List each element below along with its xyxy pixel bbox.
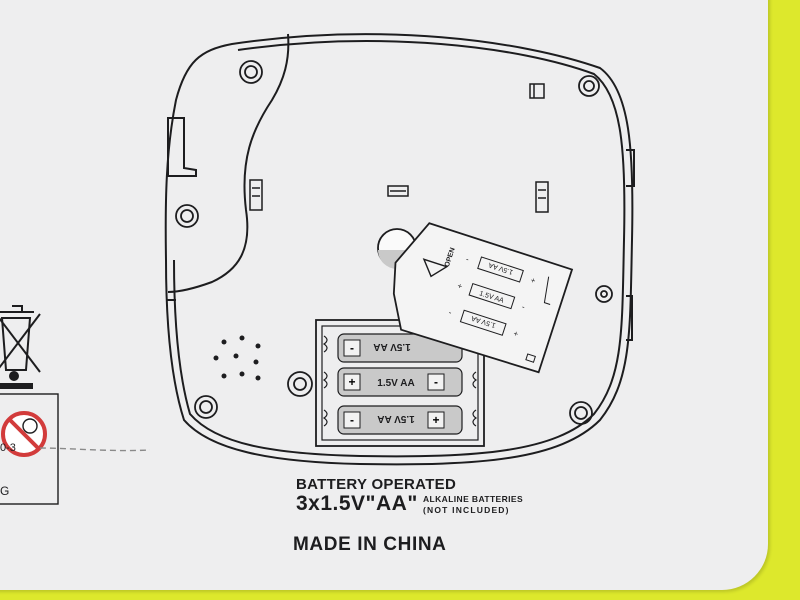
speaker-holes bbox=[213, 335, 261, 381]
age-warning-box bbox=[0, 393, 59, 505]
battery-label-2: 1.5V AA bbox=[377, 378, 414, 389]
cover-sign: + bbox=[456, 281, 464, 291]
battery-minus-1: - bbox=[350, 341, 354, 355]
battery-minus-2: - bbox=[434, 375, 438, 389]
side-box-letter: G bbox=[0, 484, 10, 498]
weee-bin-icon bbox=[0, 305, 41, 389]
battery-plus-3: + bbox=[432, 413, 439, 427]
crease-line bbox=[39, 447, 151, 452]
slot-details bbox=[249, 83, 549, 213]
battery-plus-2: + bbox=[348, 375, 355, 389]
alkaline-label: ALKALINE BATTERIES bbox=[423, 494, 524, 504]
battery-operated-label: BATTERY OPERATED bbox=[296, 476, 457, 493]
batteries: - + - - + 1.5V AA 1.5V AA 1.5V AA bbox=[322, 333, 478, 435]
cover-sign: - bbox=[465, 255, 471, 264]
cover-sign: + bbox=[512, 329, 520, 339]
made-in-china-label: MADE IN CHINA bbox=[293, 534, 447, 555]
cover-sign: - bbox=[521, 302, 527, 311]
age-label: 0-3 bbox=[0, 442, 16, 454]
baby-face-icon bbox=[22, 418, 38, 434]
cover-sign: - bbox=[447, 308, 453, 317]
battery-spec-label: 3x1.5V"AA" bbox=[296, 492, 418, 515]
device-outline bbox=[164, 33, 635, 466]
box-panel bbox=[0, 0, 768, 590]
battery-label-3: 1.5V AA bbox=[377, 413, 414, 424]
cover-sign: + bbox=[529, 276, 537, 286]
battery-cover: OPEN 1.5V AA 1.5V AA 1.5V AA - + + - - + bbox=[392, 222, 574, 374]
battery-label-1: 1.5V AA bbox=[373, 341, 410, 352]
battery-minus-3: - bbox=[350, 413, 354, 427]
not-included-label: (NOT INCLUDED) bbox=[423, 505, 510, 515]
side-clip bbox=[167, 117, 197, 177]
